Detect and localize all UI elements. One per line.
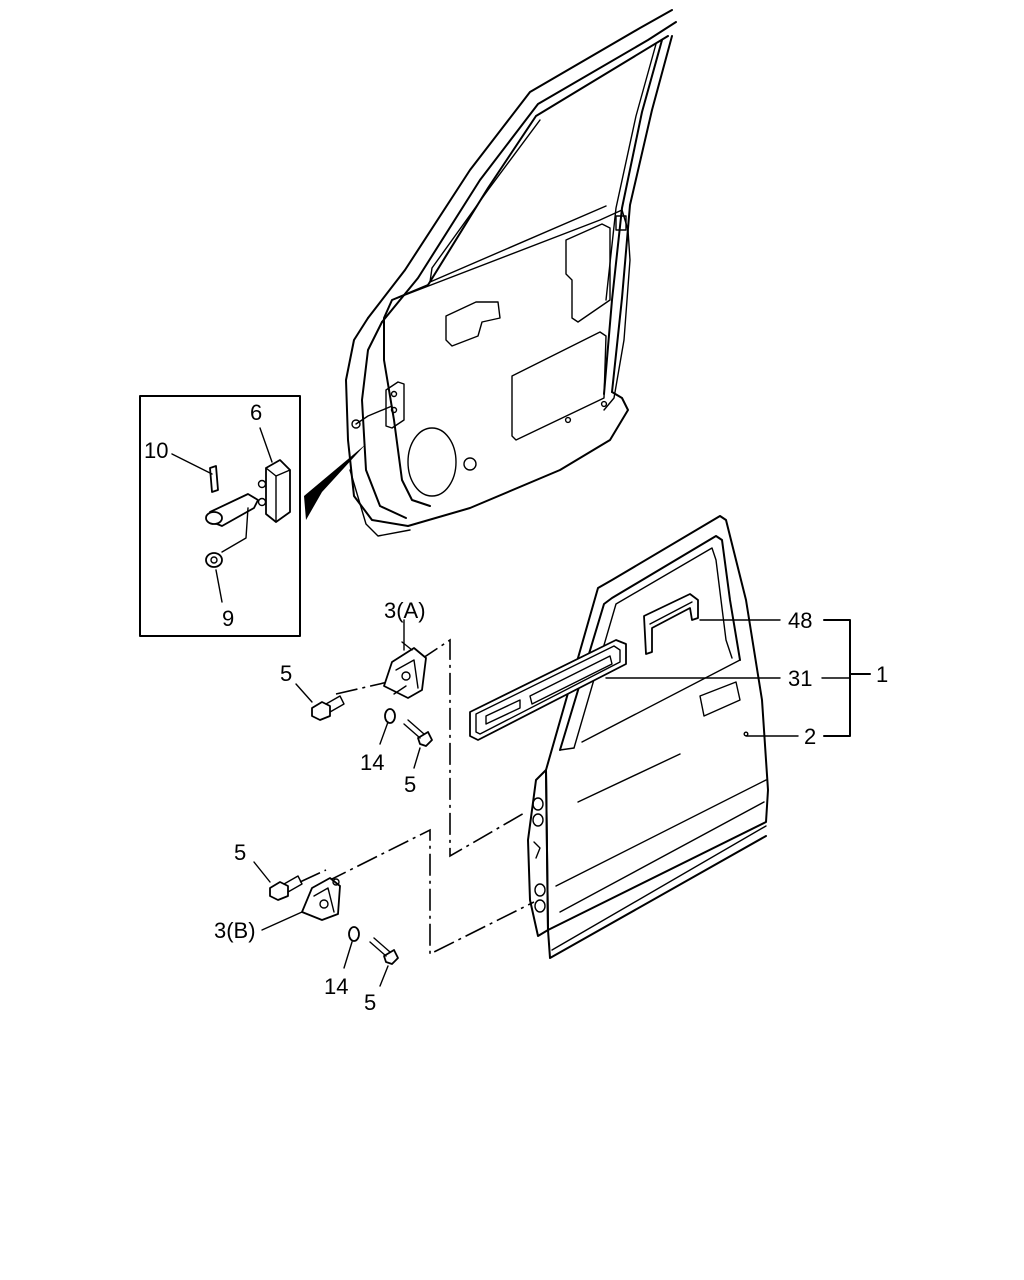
label-part-2: 2 <box>804 724 816 749</box>
hinge-3b <box>253 861 399 987</box>
label-part-14-lower: 14 <box>324 974 348 999</box>
label-part-5-lower-right: 5 <box>364 990 376 1015</box>
inset-detail-box <box>139 395 301 637</box>
label-part-1: 1 <box>876 662 888 687</box>
moulding-31 <box>469 639 627 741</box>
inner-door-panel <box>304 9 677 537</box>
label-part-5-upper-right: 5 <box>404 772 416 797</box>
label-part-6: 6 <box>250 400 262 425</box>
label-part-48: 48 <box>788 608 812 633</box>
label-part-9: 9 <box>222 606 234 631</box>
outer-door-shell <box>527 515 769 959</box>
label-part-10: 10 <box>144 438 168 463</box>
weatherstrip-48 <box>643 593 699 655</box>
label-part-3b: 3(B) <box>214 918 256 943</box>
label-part-14-upper: 14 <box>360 750 384 775</box>
right-leaders <box>605 619 871 737</box>
hinge-3a <box>295 619 433 769</box>
label-part-31: 31 <box>788 666 812 691</box>
label-part-5-upper-left: 5 <box>280 661 292 686</box>
label-part-3a: 3(A) <box>384 598 426 623</box>
label-part-5-lower-left: 5 <box>234 840 246 865</box>
